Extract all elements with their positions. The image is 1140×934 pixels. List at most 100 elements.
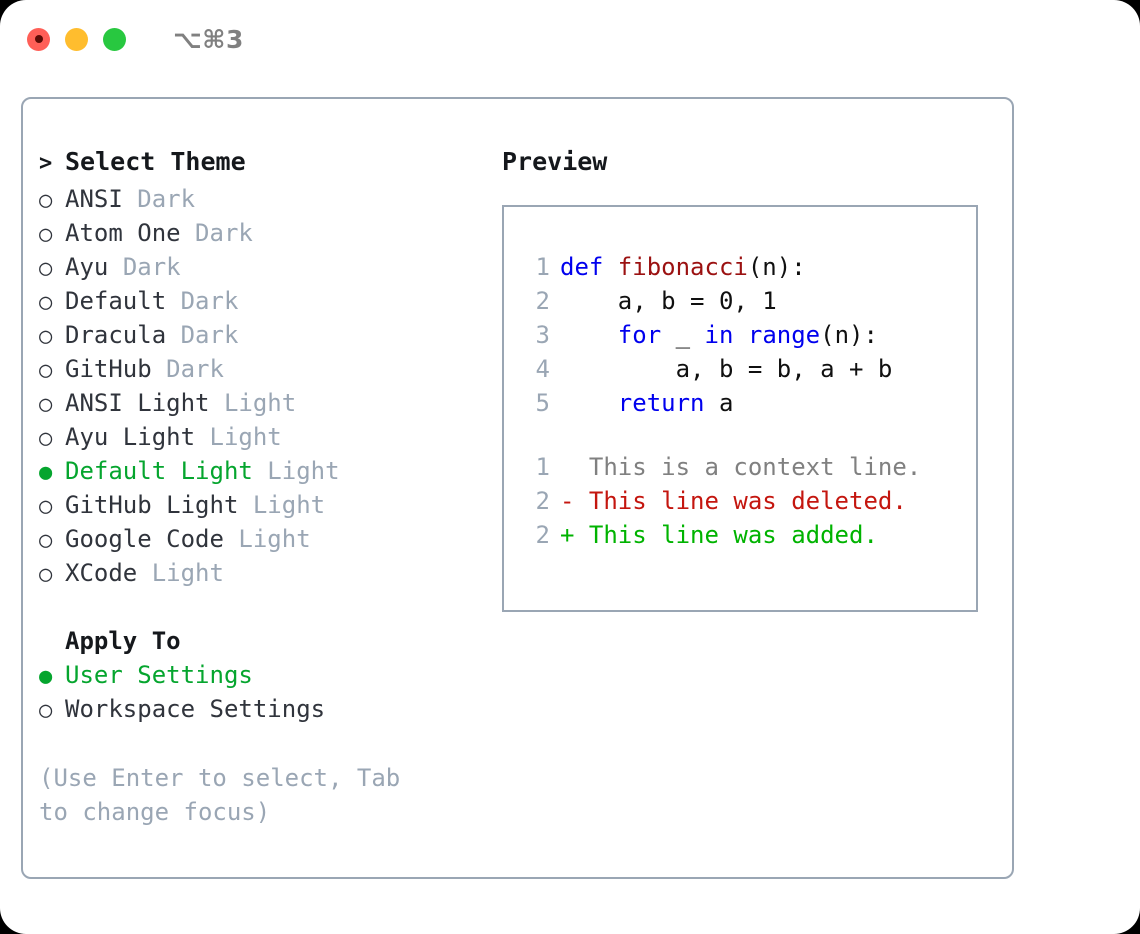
radio-unselected-icon: ○: [39, 324, 53, 349]
line-number: 2: [535, 287, 550, 315]
spacer: [108, 253, 122, 281]
diff-text: This line was added.: [574, 521, 878, 549]
keyboard-hint: (Use Enter to select, Tab to change focu…: [39, 764, 401, 826]
code-token-kw: def: [560, 253, 618, 281]
code-token-plain: (n):: [820, 321, 878, 349]
close-button[interactable]: [27, 27, 50, 51]
theme-mode-badge: Dark: [180, 321, 239, 349]
code-token-kw: in: [704, 321, 734, 349]
traffic-light-controls: [27, 27, 126, 51]
theme-mode-badge: Light: [238, 525, 311, 553]
panel-columns: > Select Theme ○ANSI Dark○Atom One Dark○…: [23, 99, 1012, 877]
code-token-kw: return: [617, 389, 705, 417]
spacer: [123, 185, 137, 213]
code-token-plain: a: [704, 389, 734, 417]
theme-list-item[interactable]: ○Default Dark: [39, 287, 489, 321]
apply-to-list: ●User Settings ○ Workspace Settings: [39, 661, 489, 729]
line-number: 1: [535, 453, 550, 481]
theme-mode-badge: Light: [252, 491, 326, 519]
theme-name: Ayu Light: [65, 423, 196, 451]
theme-name: ANSI Light: [65, 389, 210, 417]
spacer-icon: [39, 630, 65, 655]
spacer: [253, 457, 267, 485]
preview-title: Preview: [502, 147, 608, 176]
code-token-kw: range: [747, 321, 821, 349]
theme-mode-badge: Dark: [180, 287, 239, 315]
code-token-plain: [560, 321, 618, 349]
code-diff-spacer: [522, 423, 972, 453]
theme-name: Dracula: [65, 321, 167, 349]
theme-list-item[interactable]: ● Default Light Light: [39, 457, 489, 491]
theme-picker-header: > Select Theme: [39, 147, 489, 185]
spacer: [238, 491, 252, 519]
radio-unselected-icon: ○: [39, 188, 53, 213]
theme-list-item[interactable]: ○Atom One Dark: [39, 219, 489, 253]
code-line: 3 for _ in range(n):: [522, 321, 972, 355]
line-number: 3: [535, 321, 550, 349]
spacer: [195, 423, 209, 451]
apply-to-option-label: Workspace Settings: [65, 695, 326, 723]
theme-list-item[interactable]: ○Ayu Light Light: [39, 423, 489, 457]
radio-unselected-icon: ○: [39, 256, 53, 281]
prompt-caret-icon: >: [39, 151, 53, 176]
diff-line: 1 This is a context line.: [522, 453, 972, 487]
code-token-plain: [733, 321, 747, 349]
diff-sign: [560, 453, 574, 481]
theme-list-item[interactable]: ○ ANSI Light Light: [39, 389, 489, 423]
theme-picker-column: > Select Theme ○ANSI Dark○Atom One Dark○…: [39, 147, 489, 829]
radio-selected-icon: ●: [39, 460, 53, 485]
code-line: 1 def fibonacci(n):: [522, 253, 972, 287]
theme-mode-badge: Dark: [137, 185, 196, 213]
radio-selected-icon: ●: [39, 664, 53, 689]
theme-list-item[interactable]: ○GitHub Dark: [39, 355, 489, 389]
theme-list-item[interactable]: ○GitHub Light Light: [39, 491, 489, 525]
maximize-button[interactable]: [103, 27, 126, 51]
theme-name: GitHub: [65, 355, 152, 383]
theme-list: ○ANSI Dark○Atom One Dark○Ayu Dark○Defaul…: [39, 185, 489, 593]
theme-mode-badge: Dark: [122, 253, 181, 281]
minimize-button[interactable]: [65, 27, 88, 51]
code-token-plain: a, b = 0, 1: [560, 287, 777, 315]
apply-to-option[interactable]: ●User Settings: [39, 661, 489, 695]
radio-unselected-icon: ○: [39, 562, 53, 587]
spacer: [166, 287, 180, 315]
diff-text: This line was deleted.: [574, 487, 907, 515]
section-spacer: [39, 593, 489, 627]
radio-unselected-icon: ○: [39, 528, 53, 553]
apply-to-option[interactable]: ○ Workspace Settings: [39, 695, 489, 729]
code-token-fn: fibonacci: [617, 253, 748, 281]
theme-name: ANSI: [65, 185, 123, 213]
code-line: 5 return a: [522, 389, 972, 423]
apply-to-label: Apply To: [65, 627, 181, 655]
line-number: 5: [535, 389, 550, 417]
radio-unselected-icon: ○: [39, 290, 53, 315]
theme-list-item[interactable]: ○ Dracula Dark: [39, 321, 489, 355]
code-token-plain: a, b = b, a + b: [560, 355, 893, 383]
theme-name: Atom One: [65, 219, 181, 247]
apply-to-heading: Apply To: [39, 627, 489, 661]
main-panel: > Select Theme ○ANSI Dark○Atom One Dark○…: [21, 97, 1014, 879]
theme-list-item[interactable]: ○ ANSI Dark: [39, 185, 489, 219]
radio-unselected-icon: ○: [39, 698, 53, 723]
diff-sign: -: [560, 487, 575, 515]
line-number: 1: [535, 253, 550, 281]
radio-unselected-icon: ○: [39, 494, 53, 519]
title-bar: ⌥⌘3: [0, 0, 1140, 78]
spacer: [181, 219, 195, 247]
code-token-kw: for: [617, 321, 662, 349]
theme-list-item[interactable]: ○XCode Light: [39, 559, 489, 593]
diff-sign: +: [560, 521, 575, 549]
code-line: 2 a, b = 0, 1: [522, 287, 972, 321]
theme-name: Default Light: [65, 457, 253, 485]
line-number: 2: [535, 521, 550, 549]
theme-mode-badge: Light: [223, 389, 297, 417]
radio-unselected-icon: ○: [39, 392, 53, 417]
code-token-plain: (n):: [747, 253, 806, 281]
radio-unselected-icon: ○: [39, 222, 53, 247]
theme-list-item[interactable]: ○Google Code Light: [39, 525, 489, 559]
theme-name: Ayu: [65, 253, 109, 281]
theme-list-item[interactable]: ○ Ayu Dark: [39, 253, 489, 287]
theme-mode-badge: Light: [267, 457, 340, 485]
